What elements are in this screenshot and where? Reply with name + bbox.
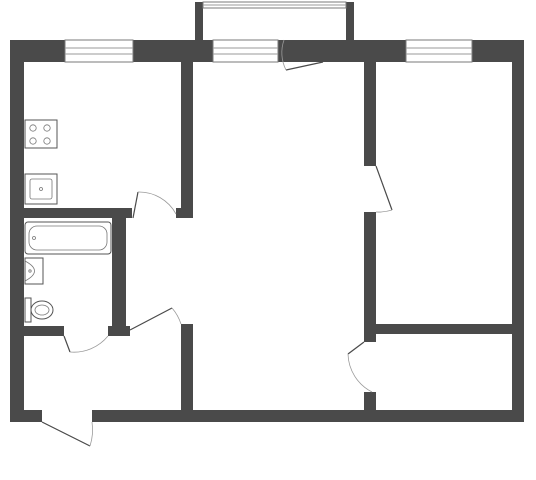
outer-walls <box>10 40 524 422</box>
balcony <box>195 1 354 40</box>
door-icon <box>129 307 182 331</box>
toilet-icon <box>24 297 54 323</box>
washbasin-icon <box>24 257 44 285</box>
door-icon <box>347 341 373 393</box>
window-living-room <box>212 39 279 63</box>
door-icon <box>281 39 324 71</box>
window-kitchen <box>64 39 134 63</box>
door-icon <box>375 165 393 213</box>
door-icon <box>41 421 93 447</box>
bathtub-icon <box>24 221 112 255</box>
door-icon <box>63 335 109 353</box>
interior-walls <box>24 62 512 422</box>
stove-icon <box>24 119 58 149</box>
window-bedroom <box>405 39 473 63</box>
door-icon <box>132 191 177 219</box>
kitchen-sink-icon <box>24 173 58 205</box>
